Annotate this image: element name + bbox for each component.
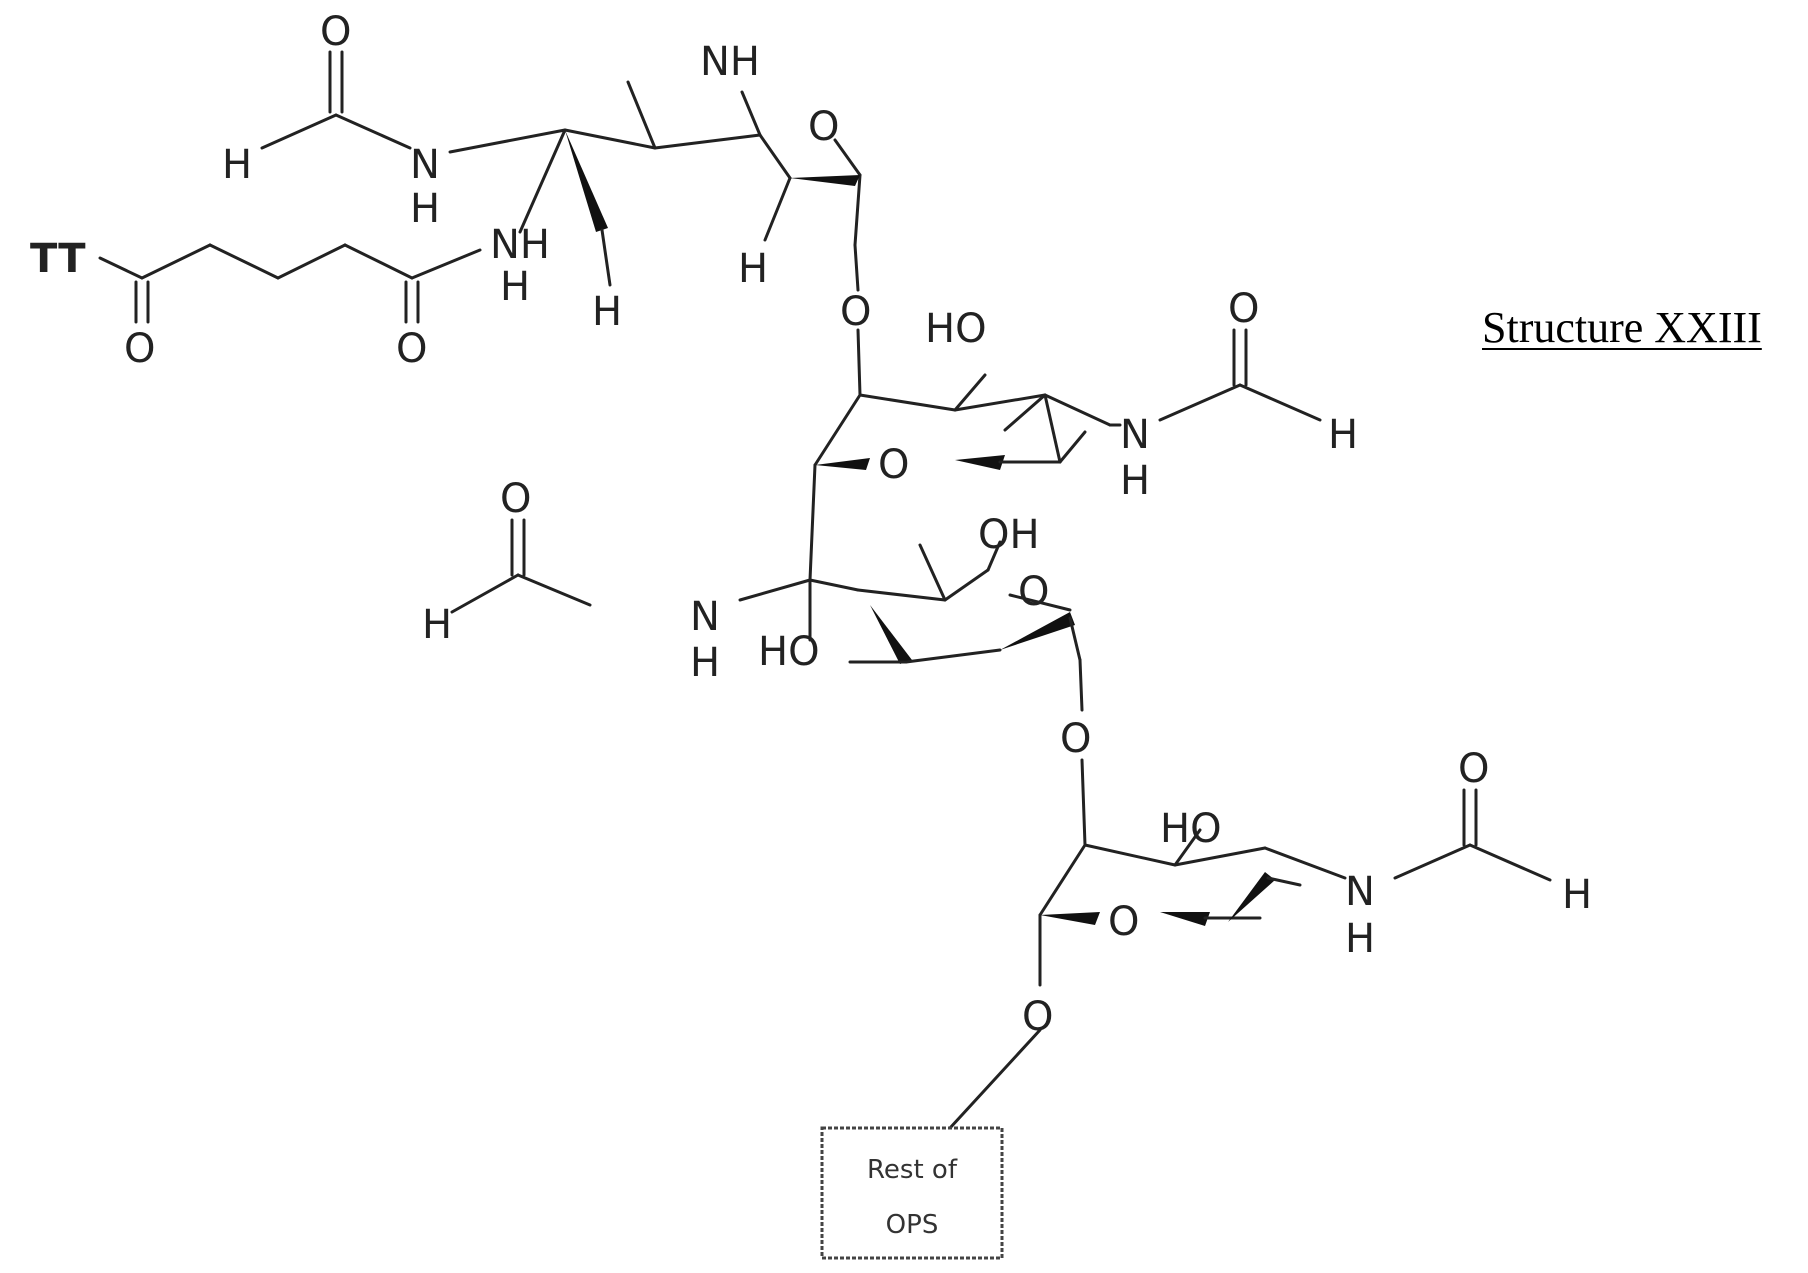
linker-nh: NH (490, 222, 550, 268)
amide-n-4: N (1345, 869, 1375, 915)
ho-label-2: HO (925, 306, 987, 352)
linker-nh-h: H (500, 264, 530, 310)
linker-o-left: O (124, 326, 155, 372)
third-residue: O H N H HO OH O O (422, 465, 1091, 762)
ops-box-line-2: OPS (886, 1210, 939, 1240)
second-residue: HO O N H O H (815, 286, 1358, 504)
amide-h-top: H (410, 186, 440, 232)
formyl-h-3: H (422, 602, 452, 648)
oh-label-3: OH (978, 512, 1040, 558)
glycosidic-o-3: O (1022, 994, 1053, 1040)
linker-o-right: O (396, 326, 427, 372)
amide-h-2: H (1120, 458, 1150, 504)
ring-o-4: O (1108, 899, 1139, 945)
formyl-h-top: H (222, 142, 252, 188)
formyl-o-2: O (1228, 286, 1259, 332)
amide-n-2: N (1120, 412, 1150, 458)
ring-nh-top: NH (700, 39, 760, 85)
ring-h-top: H (738, 246, 768, 292)
formyl-o-3: O (500, 476, 531, 522)
amide-h-3: H (690, 640, 720, 686)
formyl-h-4: H (1562, 872, 1592, 918)
rest-of-ops-box: Rest of OPS (822, 1128, 1002, 1258)
ho-label-3: HO (758, 629, 820, 675)
glycosidic-o-2: O (1060, 716, 1091, 762)
ring-o-2: O (878, 442, 909, 488)
amide-n-3: N (690, 594, 720, 640)
tt-label: TT (30, 236, 86, 282)
amide-h-4: H (1345, 916, 1375, 962)
top-residue: TT O H N H NH O H NH H H O O O (30, 9, 871, 372)
formyl-h-2: H (1328, 412, 1358, 458)
backbone-h: H (592, 289, 622, 335)
ops-box-line-1: Rest of (867, 1155, 958, 1185)
bottom-residue: HO O N H O H O (950, 746, 1592, 1128)
ho-label-4: HO (1160, 806, 1222, 852)
formyl-o-4: O (1458, 746, 1489, 792)
formyl-o-top: O (320, 9, 351, 55)
glycosidic-o-1: O (840, 289, 871, 335)
ring-o-3: O (1018, 569, 1049, 615)
ring-o-top: O (808, 104, 839, 150)
amide-n-top: N (410, 142, 440, 188)
structure-caption: Structure XXIII (1482, 302, 1762, 353)
